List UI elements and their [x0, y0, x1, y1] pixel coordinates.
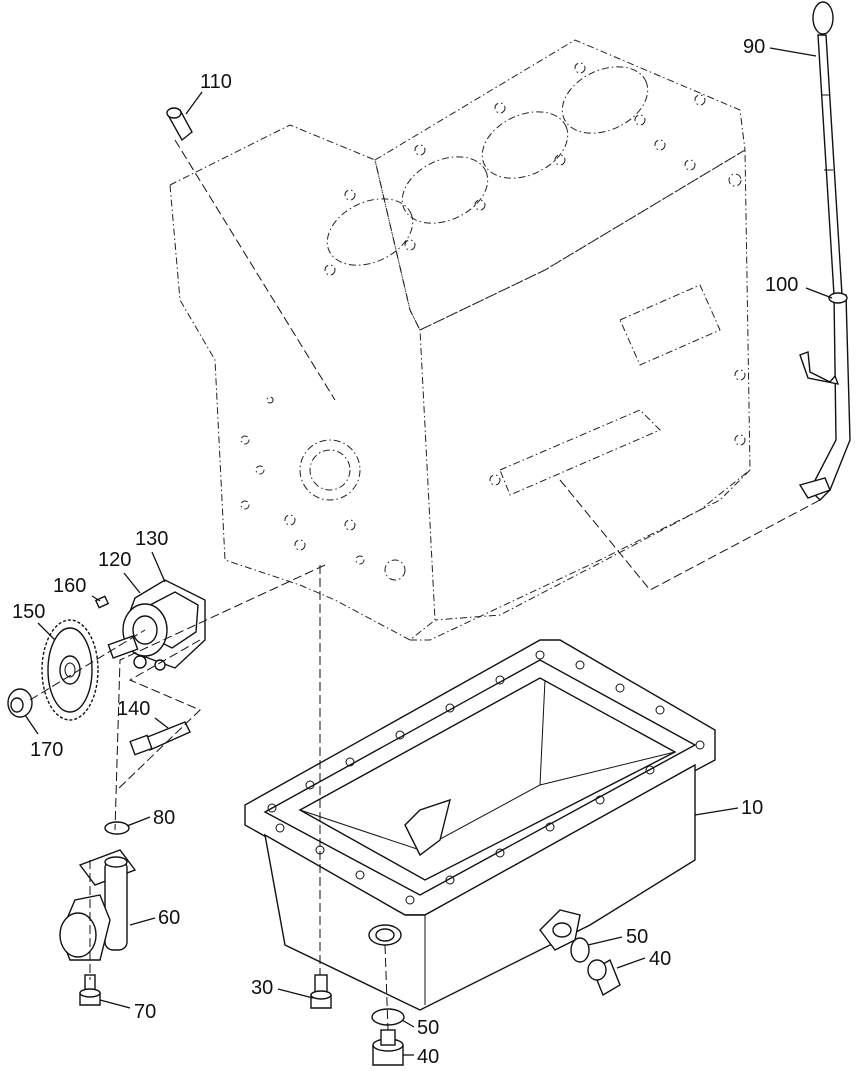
callout-40-side: 40: [649, 948, 671, 970]
callout-120: 120: [98, 549, 131, 571]
o-ring: [104, 821, 130, 835]
callout-100: 100: [765, 274, 798, 296]
dipstick-guide: [798, 292, 851, 501]
leader-lines: [24, 47, 833, 1056]
callout-90: 90: [743, 36, 765, 58]
callout-10: 10: [741, 797, 763, 819]
pump-bolt: [129, 721, 191, 756]
callouts: 90 100 110 130 120 160 150 140 170 80 10…: [12, 36, 798, 1068]
callout-80: 80: [153, 807, 175, 829]
oil-strainer: [59, 849, 137, 961]
callout-170: 170: [30, 739, 63, 761]
oil-pump: [107, 579, 206, 671]
drain-plug-bottom: [372, 1029, 404, 1066]
engine-block-phantom: [169, 39, 751, 641]
callout-40-bottom: 40: [417, 1046, 439, 1068]
drain-plug-side: [587, 958, 621, 997]
oil-pan: [244, 639, 716, 1011]
callout-70: 70: [134, 1001, 156, 1023]
callout-60: 60: [158, 907, 180, 929]
callout-140: 140: [117, 698, 150, 720]
pin: [94, 595, 110, 609]
strainer-bolt: [79, 974, 101, 1006]
drain-washer-side: [570, 937, 590, 963]
callout-130: 130: [135, 528, 168, 550]
callout-50-bottom: 50: [417, 1017, 439, 1039]
pan-bolt: [310, 974, 332, 1009]
pump-gear: [41, 619, 99, 721]
dipstick: [812, 1, 843, 296]
callout-160: 160: [53, 575, 86, 597]
callout-30: 30: [251, 977, 273, 999]
callout-50-side: 50: [626, 926, 648, 948]
callout-110: 110: [200, 71, 232, 93]
assembly-lines: [29, 139, 821, 1031]
gear-nut: [7, 688, 33, 718]
callout-150: 150: [12, 601, 45, 623]
plug: [166, 107, 193, 142]
